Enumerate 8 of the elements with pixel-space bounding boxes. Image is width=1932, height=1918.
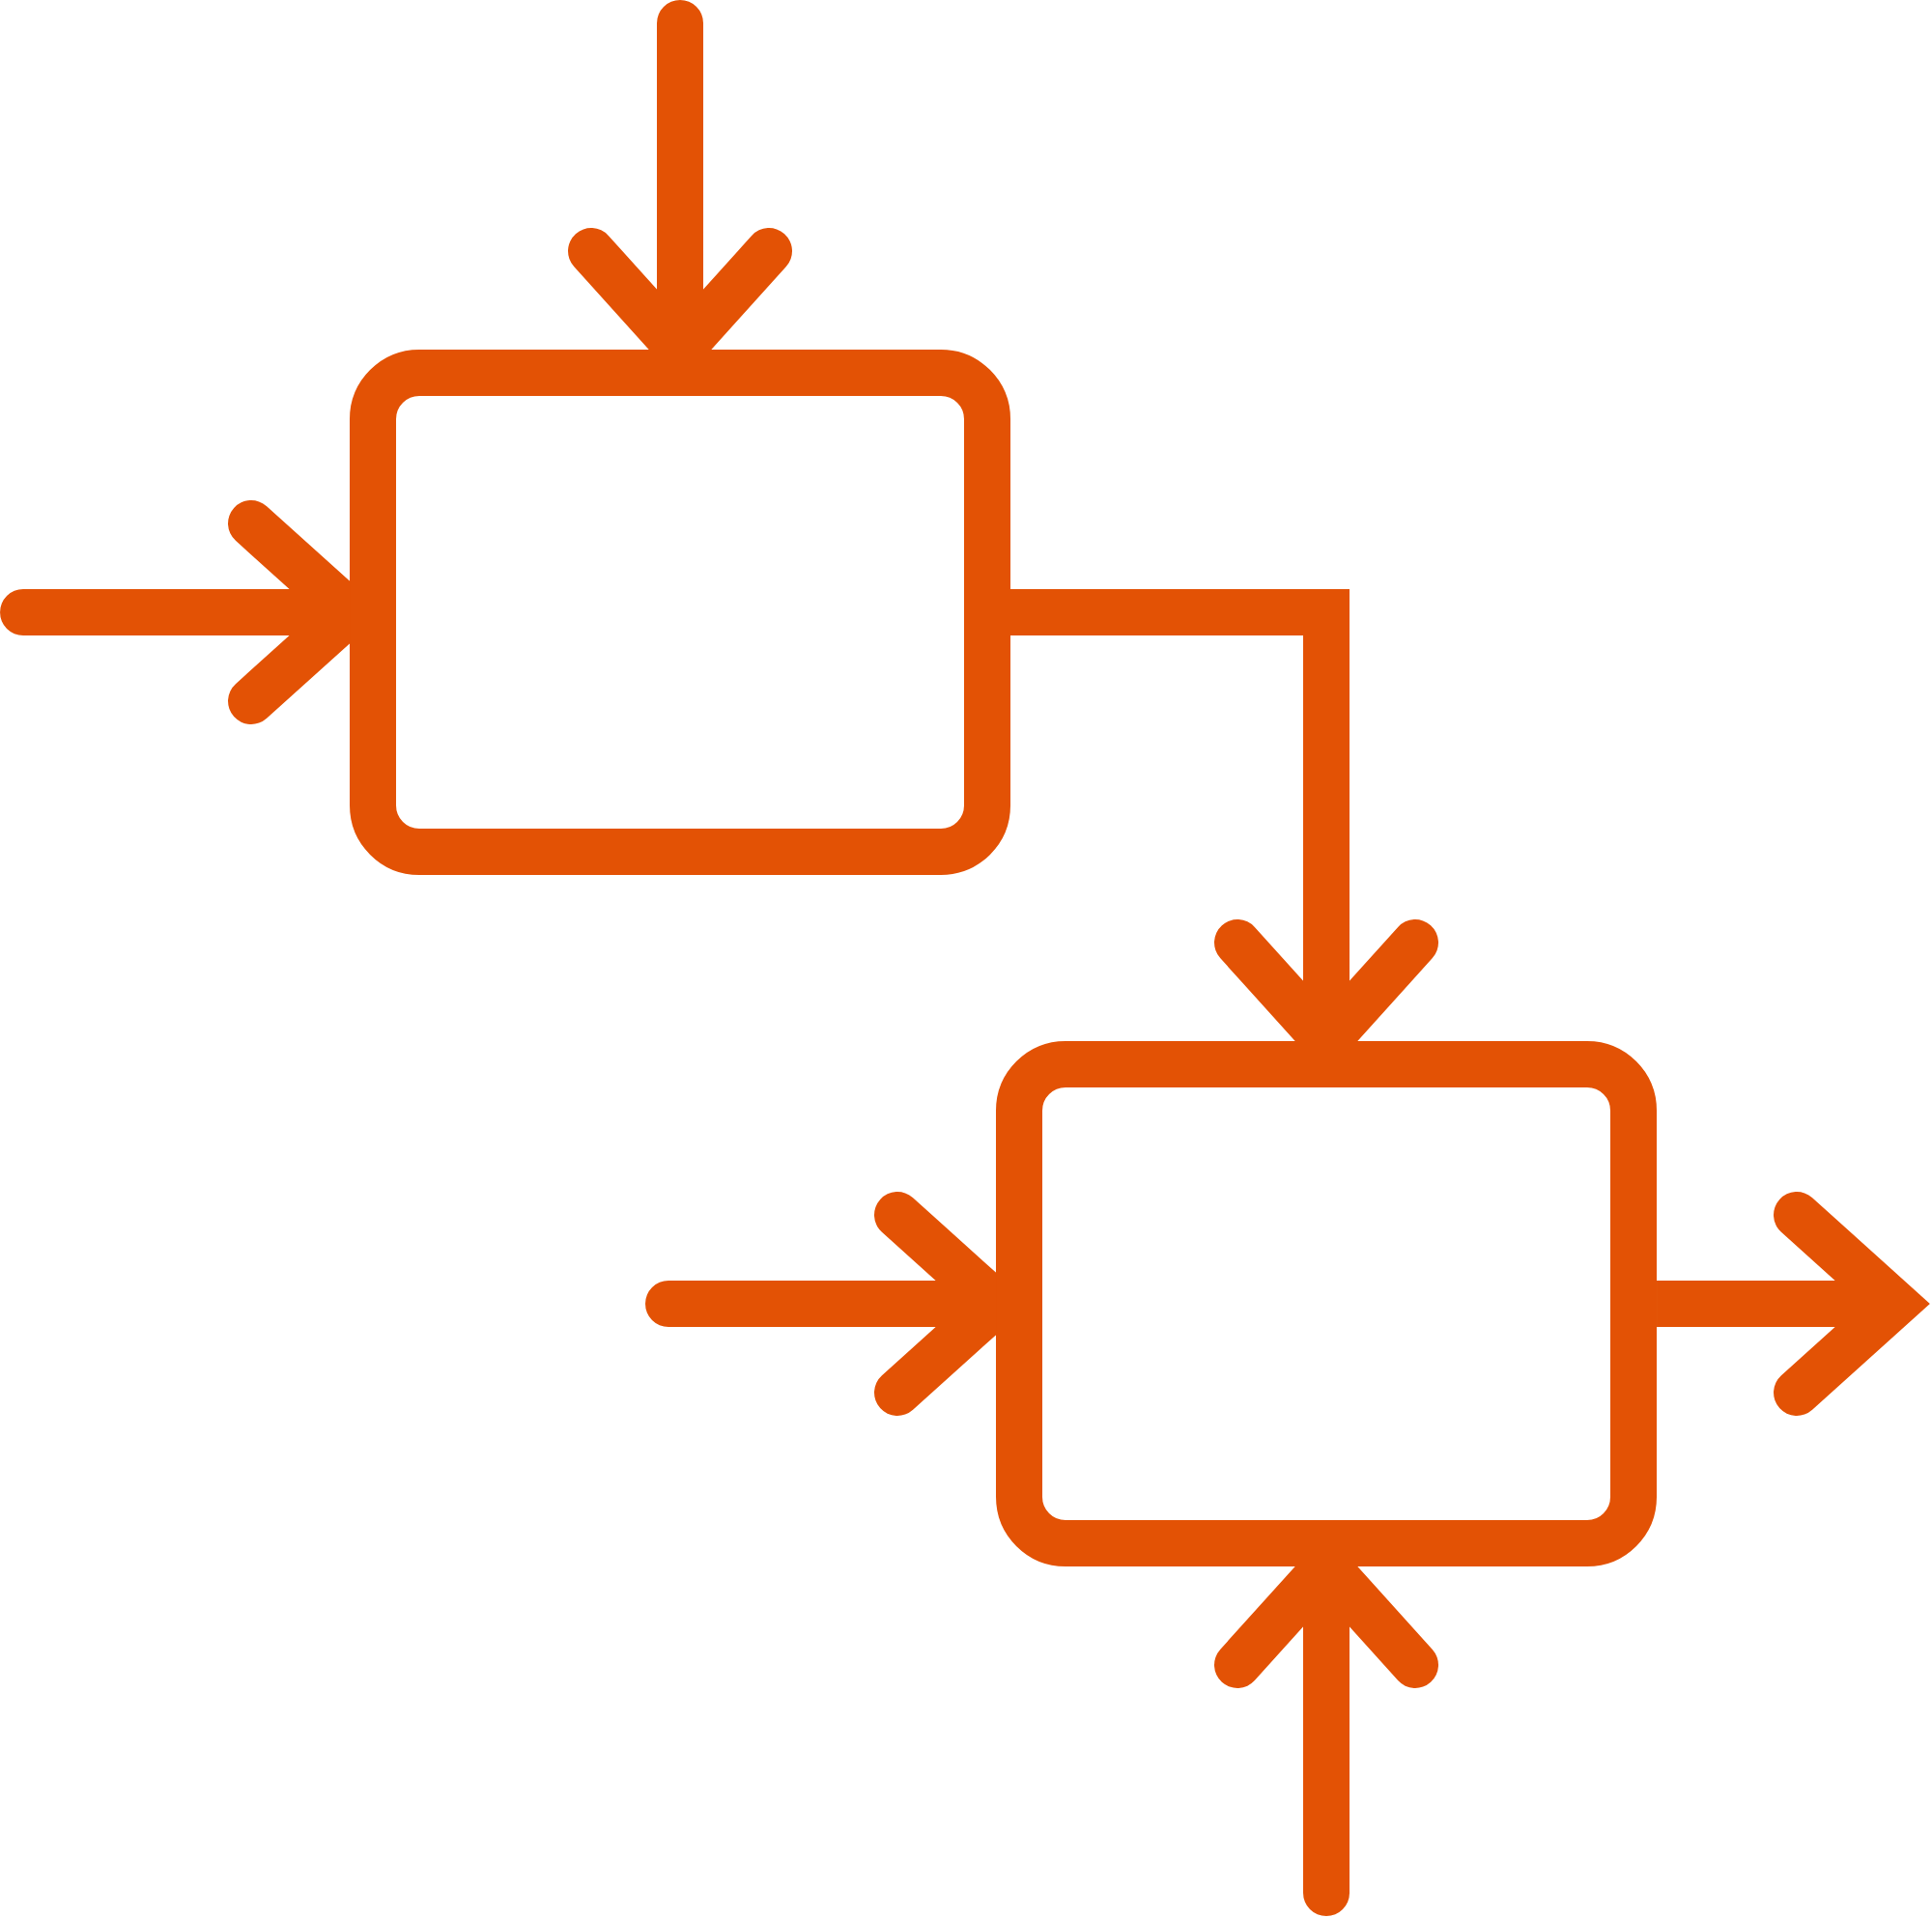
process-box — [996, 1041, 1657, 1566]
arrow — [1657, 1192, 1930, 1416]
process-box — [350, 350, 1010, 875]
arrow — [645, 1192, 996, 1416]
elbow-arrow — [1010, 589, 1438, 1041]
arrow — [1214, 1566, 1438, 1916]
arrow — [568, 0, 792, 350]
arrow — [0, 500, 350, 724]
